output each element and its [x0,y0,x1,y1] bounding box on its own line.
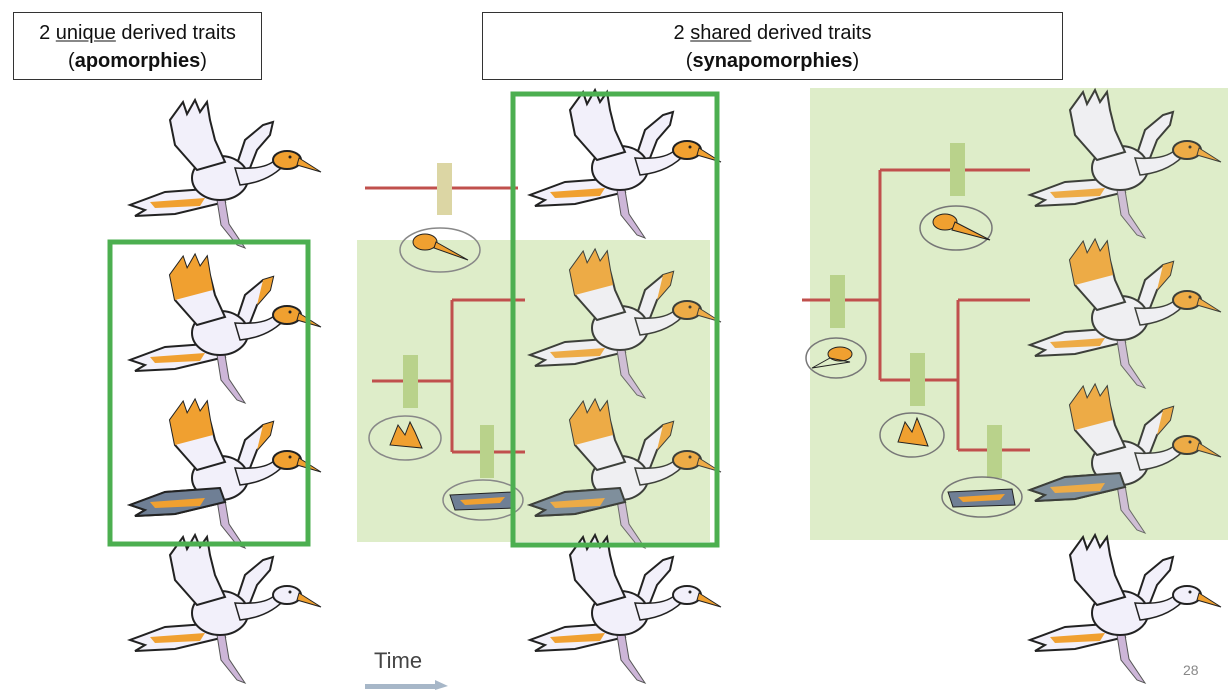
bird-right-4 [1029,534,1222,684]
title-suffix: derived traits [751,22,872,44]
trait-callout-wing-right [879,412,945,458]
time-arrow-icon [365,680,448,690]
title-underlined-word: shared [690,22,752,44]
title-term: apomorphies [74,50,201,72]
trait-marker-wing-right [910,353,925,406]
bird-center-4 [529,534,722,684]
title-suffix: derived traits [115,22,236,44]
apomorphy-frame [107,239,311,547]
trait-marker-tail-right [987,425,1002,478]
title-prefix: 2 [673,22,691,44]
apomorphies-title-box: 2 unique derived traits (apomorphies) [13,12,262,80]
synapomorphy-frame [510,91,720,548]
trait-callout-wing [368,415,442,461]
trait-marker-wing [403,355,418,408]
title-prefix: 2 [39,22,56,44]
trait-marker-head2-right [950,143,965,196]
trait-callout-head2-right [919,205,993,251]
title-term: synapomorphies [692,50,853,72]
bird-ancestral-top [129,99,322,249]
trait-callout-head [399,227,481,273]
trait-marker-head-right [830,275,845,328]
trait-marker-head [437,163,452,215]
title-underlined-word: unique [55,22,116,44]
bird-center-1 [529,89,722,239]
bird-orange-wings [129,254,322,404]
time-label: Time [374,648,423,673]
trait-callout-tail-right [941,476,1023,518]
synapomorphies-title-box: 2 shared derived traits (synapomorphies) [482,12,1063,80]
trait-callout-head-right [805,337,867,379]
bird-gray-tail [129,399,322,549]
trait-marker-tail [480,425,494,478]
bird-white-head [129,534,322,684]
page-number: 28 [1183,662,1199,678]
